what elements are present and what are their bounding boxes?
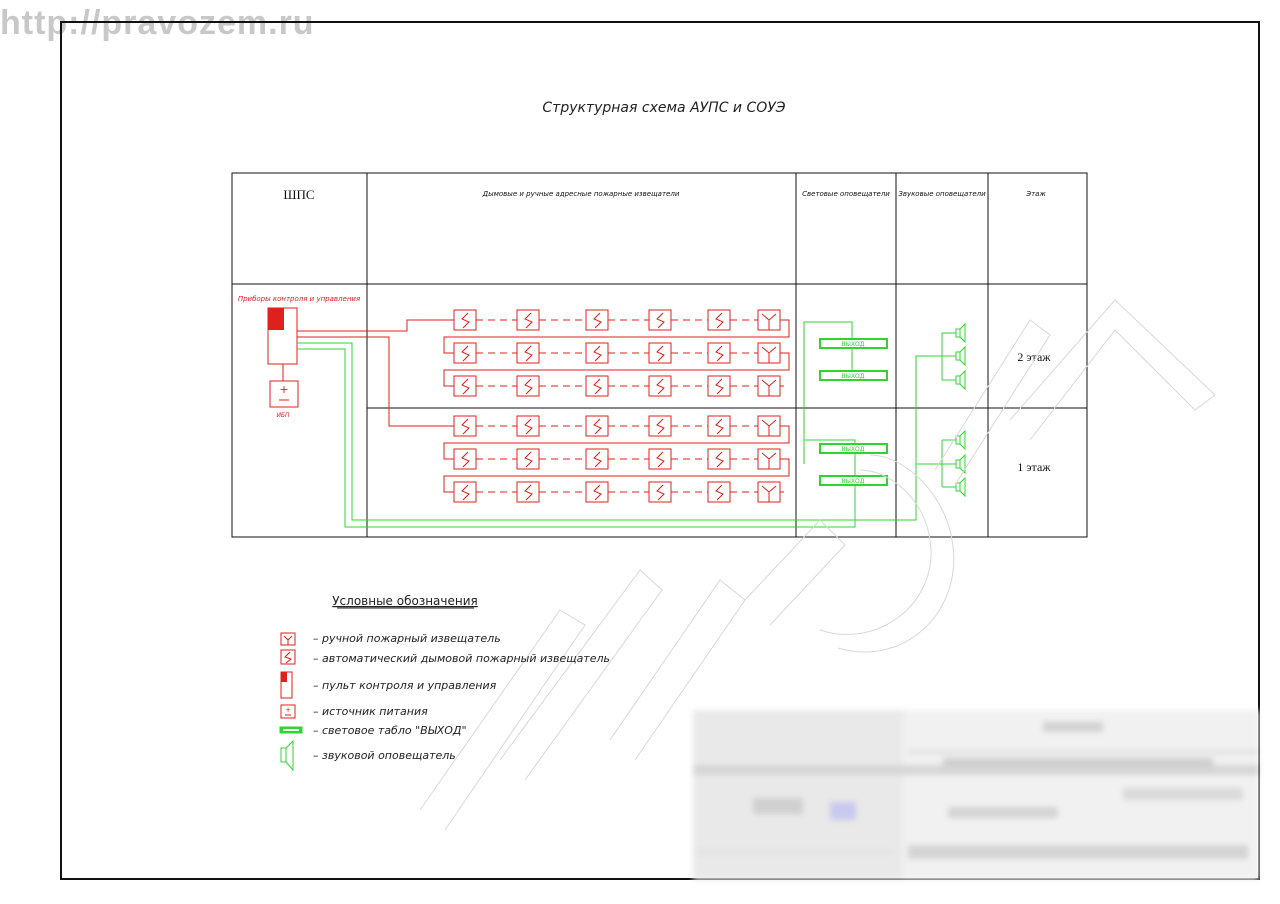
header-floor: Этаж [1025, 190, 1046, 198]
smoke-detector-icon [648, 481, 672, 503]
smoke-detector-icon [453, 448, 477, 470]
detector-row [453, 481, 784, 503]
detector-row [453, 375, 784, 397]
detector-row [443, 309, 790, 354]
legend-title: Условные обозначения [332, 594, 478, 608]
smoke-detector-icon [648, 415, 672, 437]
speaker-icon [955, 369, 966, 391]
smoke-detector-icon [453, 375, 477, 397]
smoke-detector-icon [585, 415, 609, 437]
title-block-blurred [693, 710, 1259, 880]
header-detectors: Дымовые и ручные адресные пожарные извещ… [482, 190, 680, 198]
smoke-detector-icon [516, 309, 540, 331]
smoke-detector-icon [516, 342, 540, 364]
smoke-detector-icon [707, 342, 731, 364]
legend-text-exit: – световое табло "ВЫХОД" [313, 724, 467, 737]
legend-text-power: – источник питания [313, 705, 428, 718]
legend-exit-icon [279, 726, 303, 734]
smoke-detector-icon [585, 481, 609, 503]
smoke-detector-icon [648, 309, 672, 331]
smoke-detector-icon [516, 448, 540, 470]
manual-detector-icon [757, 448, 781, 470]
header-light: Световые оповещатели [802, 190, 890, 198]
detector-row [443, 415, 790, 460]
exit-sign-label: ВЫХОД [842, 478, 865, 485]
smoke-detector-icon [453, 415, 477, 437]
exit-sign-icon: ВЫХОД [819, 338, 888, 349]
exit-sign-icon: ВЫХОД [819, 475, 888, 486]
smoke-detector-icon [516, 375, 540, 397]
smoke-detector-icon [516, 481, 540, 503]
smoke-detector-icon [585, 375, 609, 397]
smoke-detector-icon [707, 375, 731, 397]
manual-detector-icon [757, 415, 781, 437]
legend-manual-icon [280, 632, 296, 646]
smoke-detector-icon [648, 448, 672, 470]
smoke-detector-icon [453, 309, 477, 331]
speaker-icon [955, 453, 966, 475]
svg-text:+: + [279, 383, 288, 396]
smoke-detector-icon [585, 342, 609, 364]
detector-row [443, 342, 790, 387]
speaker-icon [955, 345, 966, 367]
legend-text-panel: – пульт контроля и управления [313, 679, 497, 692]
smoke-detector-icon [707, 481, 731, 503]
ibp-label: ИБП [276, 412, 290, 419]
legend-speaker-icon [280, 739, 294, 772]
manual-detector-icon [757, 481, 781, 503]
exit-sign-label: ВЫХОД [842, 341, 865, 348]
manual-detector-icon [757, 375, 781, 397]
speaker-icon [955, 476, 966, 498]
watermark-strokes [419, 299, 1216, 831]
exit-sign-icon: ВЫХОД [819, 370, 888, 381]
smoke-detector-icon [707, 309, 731, 331]
smoke-detector-icon [707, 448, 731, 470]
exit-sign-icon: ВЫХОД [819, 443, 888, 454]
schema-table [231, 172, 1088, 538]
smoke-detector-icon [585, 448, 609, 470]
legend-panel-icon [280, 671, 293, 699]
legend-power-icon: + [280, 704, 296, 719]
control-panel-icon [267, 307, 298, 365]
legend-text-manual: – ручной пожарный извещатель [313, 632, 501, 645]
diagram-title: Структурная схема АУПС и СОУЭ [542, 100, 785, 116]
legend-text-speaker: – звуковой оповещатель [313, 749, 456, 762]
panel-label: Приборы контроля и управления [238, 295, 360, 303]
floor-label-1: 1 этаж [1017, 460, 1051, 474]
smoke-detector-icon [585, 309, 609, 331]
exit-sign-label: ВЫХОД [842, 446, 865, 453]
detector-row [443, 448, 790, 493]
manual-detector-icon [757, 342, 781, 364]
smoke-detector-icon [648, 342, 672, 364]
header-sound: Звуковые оповещатели [898, 190, 986, 198]
power-source-icon: + [269, 380, 299, 408]
speakers [955, 322, 966, 498]
sheet-frame [60, 21, 1260, 880]
smoke-detector-icon [453, 481, 477, 503]
smoke-detector-icon [707, 415, 731, 437]
detector-rows [443, 309, 790, 503]
exit-signs: ВЫХОД ВЫХОД ВЫХОД ВЫХОД [819, 338, 888, 486]
svg-text:+: + [285, 706, 291, 714]
detector-loop-lines [297, 319, 454, 427]
smoke-detector-icon [516, 415, 540, 437]
speaker-icon [955, 429, 966, 451]
legend-smoke-icon [280, 649, 296, 665]
smoke-detector-icon [453, 342, 477, 364]
exit-sign-label: ВЫХОД [842, 373, 865, 380]
header-shps: ШПС [283, 187, 314, 202]
floor-label-2: 2 этаж [1017, 350, 1051, 364]
smoke-detector-icon [648, 375, 672, 397]
manual-detector-icon [757, 309, 781, 331]
legend-text-smoke: – автоматический дымовой пожарный извеща… [313, 652, 610, 665]
speaker-icon [955, 322, 966, 344]
